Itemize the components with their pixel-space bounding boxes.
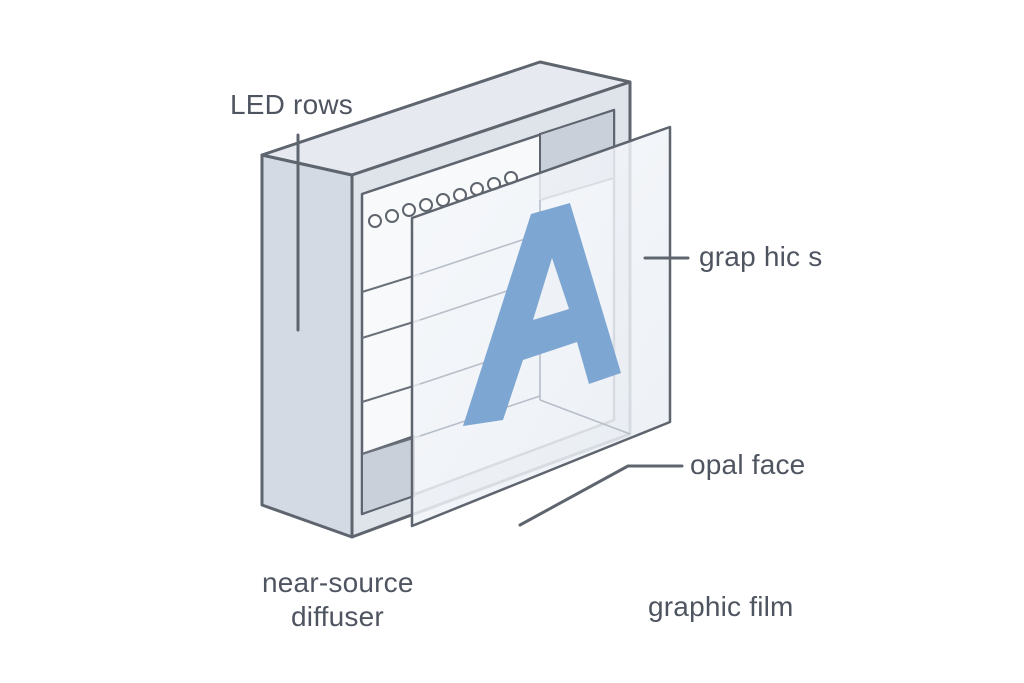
led-row-line-2	[361, 319, 421, 339]
led-row-line-1	[361, 273, 421, 293]
led-dot	[402, 203, 416, 217]
label-opal-face: opal face	[690, 449, 806, 480]
label-led-rows: LED rows	[230, 89, 353, 120]
label-near-source-line2: diffuser	[291, 601, 384, 632]
led-dot	[368, 214, 382, 228]
label-graphic-film: graphic film	[648, 591, 794, 622]
led-row	[368, 171, 518, 228]
led-dot	[436, 193, 450, 207]
box-side-face	[260, 153, 354, 539]
led-row-line-3	[361, 383, 421, 403]
label-near-source-line1: near-source	[262, 567, 414, 598]
led-dot	[419, 198, 433, 212]
leader-opal-face	[518, 464, 684, 527]
led-dot	[385, 209, 399, 223]
label-graphics: grap hic s	[699, 241, 823, 272]
led-row-line-4	[361, 435, 421, 455]
label-near-source-diffuser: near-source diffuser	[262, 566, 414, 634]
graphic-letter-a-counter	[533, 258, 569, 320]
graphic-letter-text: A	[0, 0, 11, 4]
